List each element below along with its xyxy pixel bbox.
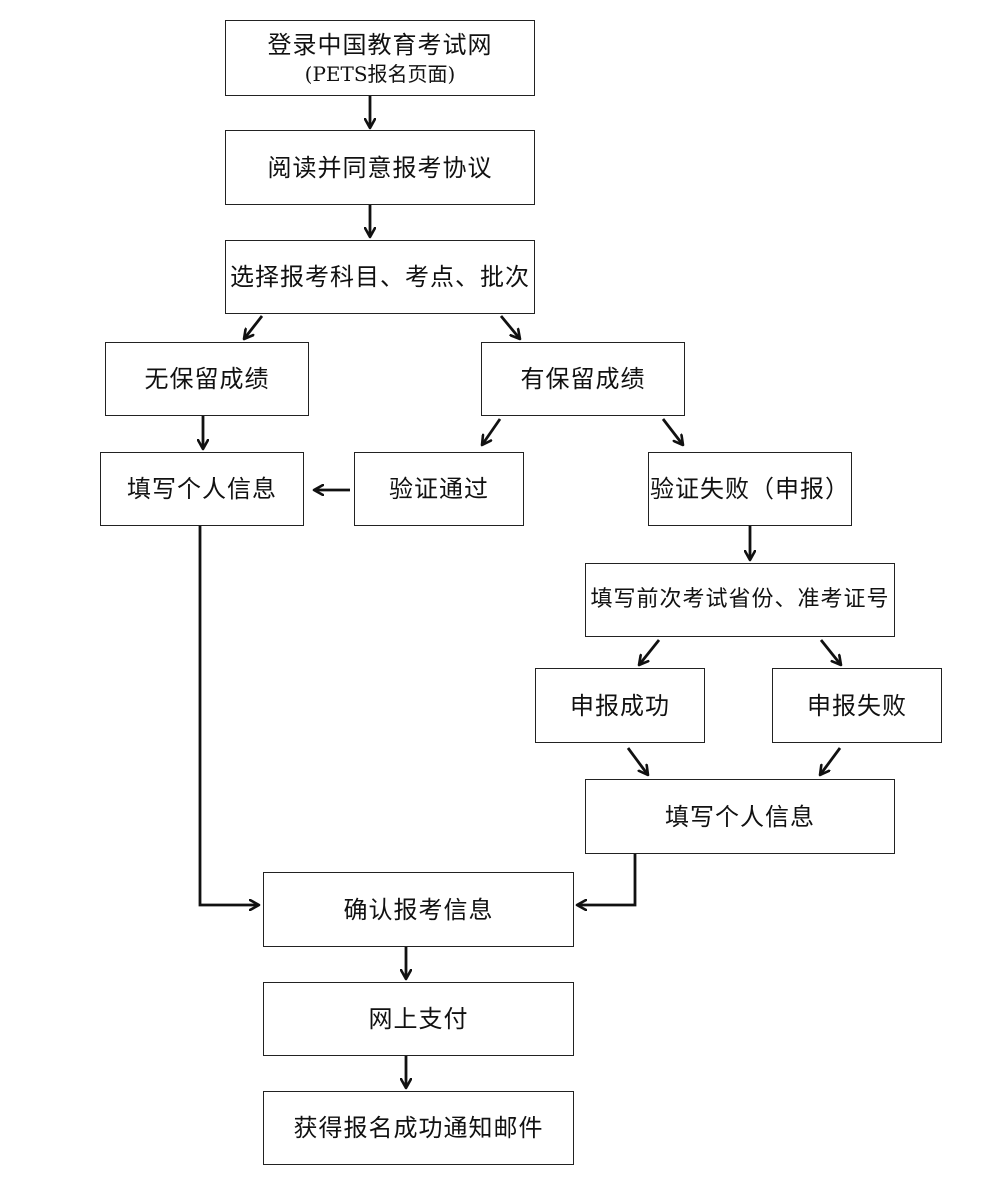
node-select-subject: 选择报考科目、考点、批次: [225, 240, 535, 314]
node-no-retained-score: 无保留成绩: [105, 342, 309, 416]
edge-hasretained-verifypass: [482, 418, 502, 445]
edge-select-noretained: [244, 315, 264, 339]
edge-fillprevious-applyfail: [819, 639, 841, 665]
node-fill-personal-info-left: 填写个人信息: [100, 452, 304, 526]
edge-hasretained-verifyfail: [661, 418, 683, 445]
node-login-title: 登录中国教育考试网: [267, 31, 493, 59]
node-verification-failed: 验证失败（申报）: [648, 452, 852, 526]
node-verification-passed: 验证通过: [354, 452, 524, 526]
edge-select-hasretained: [499, 315, 520, 339]
node-has-retained-score: 有保留成绩: [481, 342, 685, 416]
node-confirm-registration: 确认报考信息: [263, 872, 574, 947]
node-read-agreement: 阅读并同意报考协议: [225, 130, 535, 205]
node-login-subtitle: (PETS报名页面): [304, 62, 456, 86]
edge-applyfail-fillinfo: [820, 747, 842, 775]
edge-fillprevious-applyok: [639, 639, 661, 665]
node-login-exam-site: 登录中国教育考试网 (PETS报名页面): [225, 20, 535, 96]
node-application-failed: 申报失败: [772, 668, 942, 743]
edge-applyok-fillinfo: [626, 747, 648, 775]
node-fill-personal-info-right: 填写个人信息: [585, 779, 895, 854]
edge-fillinforight-confirm: [577, 854, 637, 905]
node-application-success: 申报成功: [535, 668, 705, 743]
edge-fillinfoleft-confirm: [198, 526, 259, 905]
node-success-email: 获得报名成功通知邮件: [263, 1091, 574, 1165]
node-online-payment: 网上支付: [263, 982, 574, 1056]
node-fill-previous-exam: 填写前次考试省份、准考证号: [585, 563, 895, 637]
